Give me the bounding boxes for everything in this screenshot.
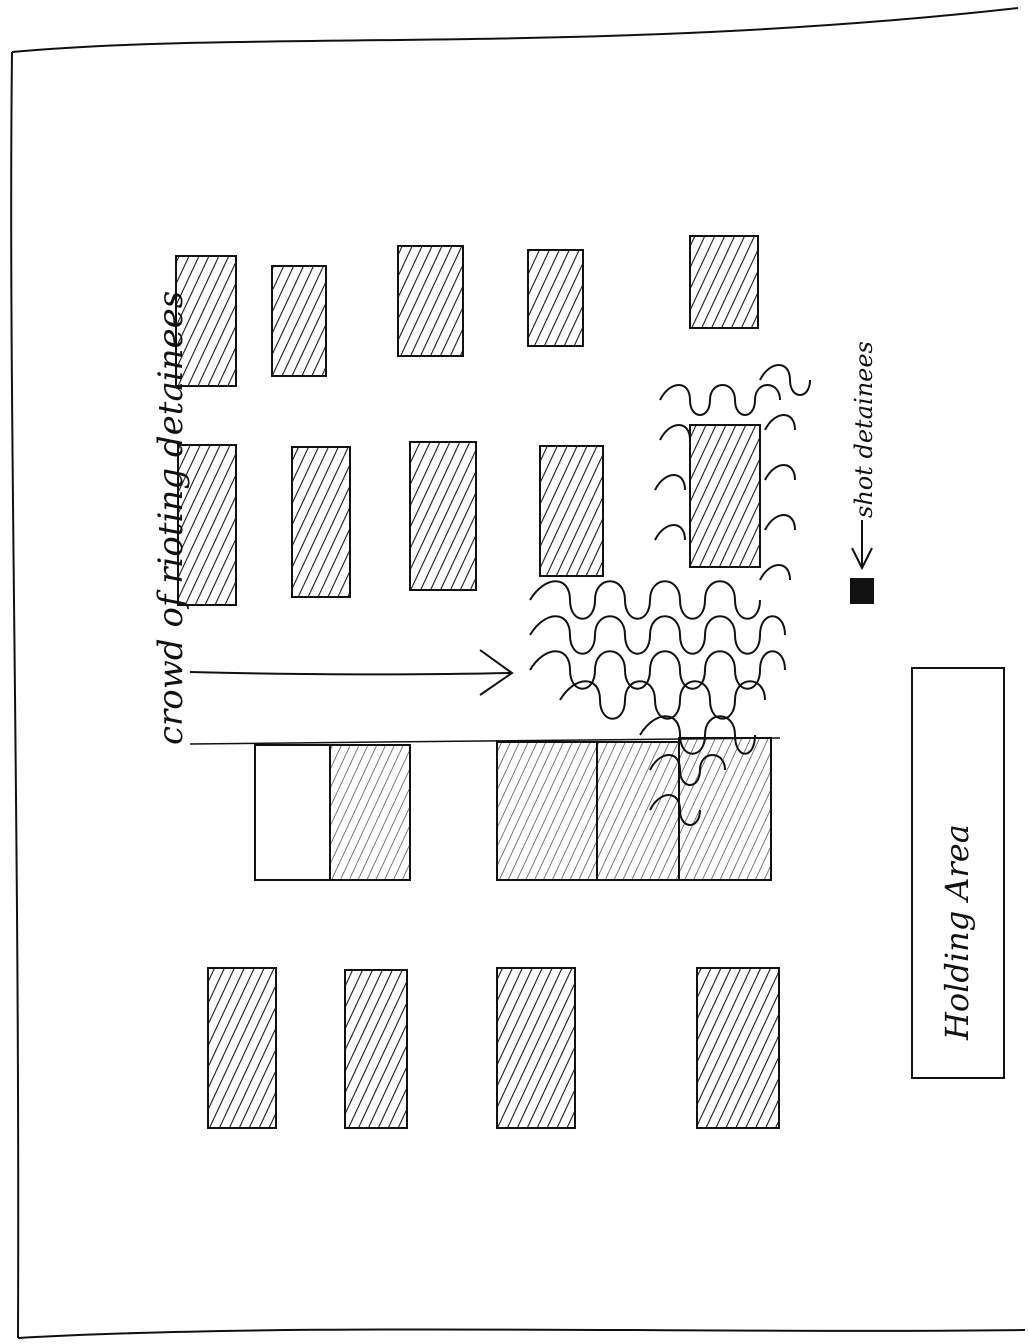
building xyxy=(697,968,779,1128)
building xyxy=(208,968,276,1128)
building xyxy=(398,246,463,356)
shot-detainees-label: shot detainees xyxy=(850,341,878,518)
holding-area-label: Holding Area xyxy=(938,824,976,1041)
building xyxy=(272,266,326,376)
building xyxy=(597,742,679,880)
arrow-left-icon xyxy=(852,520,872,568)
building xyxy=(330,745,410,880)
holding-area: Holding Area xyxy=(912,668,1004,1078)
building xyxy=(690,425,760,567)
building xyxy=(255,745,330,880)
building xyxy=(528,250,583,346)
building xyxy=(690,236,758,328)
crowd-label: crowd of rioting detainees xyxy=(151,291,191,745)
building xyxy=(345,970,407,1128)
building-grid-bottom xyxy=(208,968,779,1128)
building xyxy=(497,742,597,880)
building xyxy=(292,447,350,597)
building xyxy=(540,446,603,576)
building xyxy=(410,442,476,590)
building xyxy=(497,968,575,1128)
building xyxy=(679,738,771,880)
building-grid-lower xyxy=(255,738,771,880)
building-grid-middle xyxy=(178,425,760,605)
arrow-right-icon xyxy=(190,650,512,695)
building-grid-top xyxy=(176,236,758,386)
filled-square-icon xyxy=(850,578,874,604)
